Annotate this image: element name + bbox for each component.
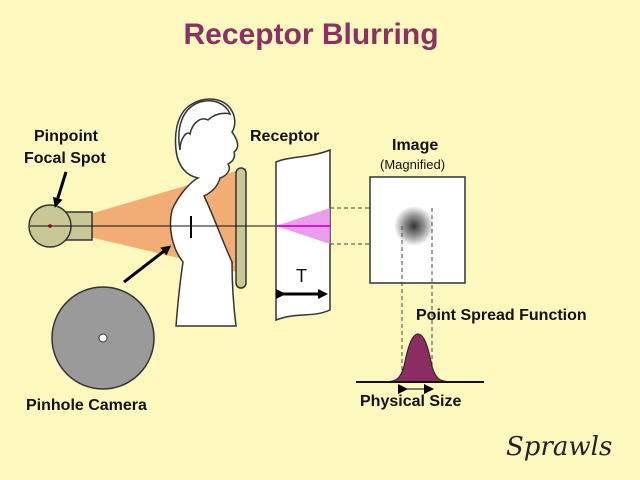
image-sublabel: (Magnified) [380,157,446,172]
patient-head-icon [169,98,239,327]
pinhole [98,333,108,343]
arrow-icon-focal-spot [53,171,68,208]
patient-hair [178,100,232,151]
diagram-title: Receptor Blurring [183,18,439,51]
image-label: Image [392,137,439,154]
focal-spot-label-line1: Pinpoint [34,128,98,145]
signature: Sprawls [506,432,613,462]
receptor-plate [235,167,247,289]
psf-curve [379,333,457,383]
image-box [369,176,466,284]
thickness-label: T [296,266,307,286]
arrow-icon-pinhole [123,245,172,284]
blur-spot [394,206,434,246]
receptor-label: Receptor [250,128,320,145]
psf-label: Point Spread Function [416,307,587,324]
focal-spot-label-line2: Focal Spot [24,150,106,167]
physical-size-label: Physical Size [360,393,462,410]
pinhole-camera-label: Pinhole Camera [26,397,147,414]
